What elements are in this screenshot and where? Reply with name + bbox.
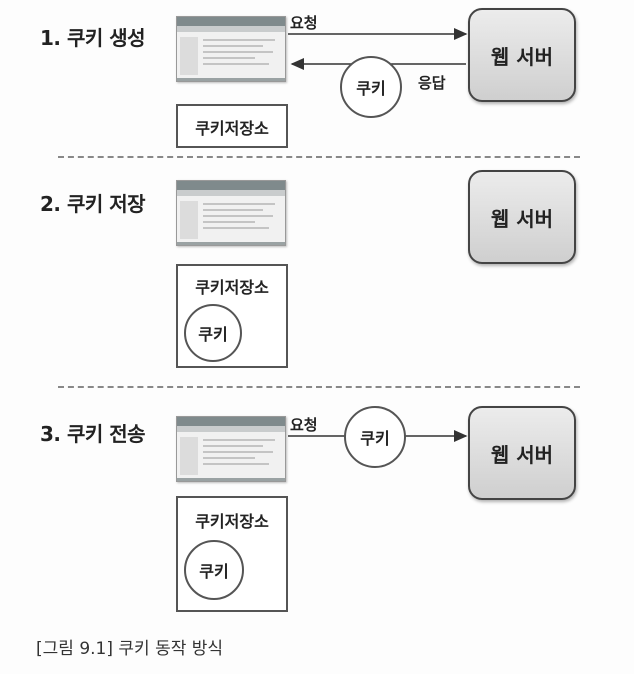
divider-2 bbox=[58, 386, 580, 388]
request-label-3: 요청 bbox=[290, 416, 318, 434]
web-server-2: 웹 서버 bbox=[468, 170, 576, 264]
step1-title: 1. 쿠키 생성 bbox=[40, 26, 146, 50]
request-label-1: 요청 bbox=[290, 14, 318, 32]
cookie-store-1: 쿠키저장소 bbox=[176, 104, 288, 148]
divider-1 bbox=[58, 156, 580, 158]
cookie-store-label-2: 쿠키저장소 bbox=[195, 278, 269, 297]
cookie-circle-1: 쿠키 bbox=[340, 56, 402, 118]
cookie-store-label-3: 쿠키저장소 bbox=[195, 512, 269, 531]
web-server-3: 웹 서버 bbox=[468, 406, 576, 500]
web-server-1: 웹 서버 bbox=[468, 8, 576, 102]
stored-cookie-3: 쿠키 bbox=[184, 540, 244, 600]
cookie-store-3: 쿠키저장소 쿠키 bbox=[176, 496, 288, 612]
stored-cookie-2: 쿠키 bbox=[184, 304, 242, 362]
browser-window-2 bbox=[176, 180, 286, 246]
response-label-1: 응답 bbox=[418, 74, 446, 92]
cookie-store-label-1: 쿠키저장소 bbox=[195, 119, 269, 138]
step3-title: 3. 쿠키 전송 bbox=[40, 422, 146, 446]
cookie-store-2: 쿠키저장소 쿠키 bbox=[176, 264, 288, 368]
browser-window-3 bbox=[176, 416, 286, 482]
browser-window-1 bbox=[176, 16, 286, 82]
figure-caption: [그림 9.1] 쿠키 동작 방식 bbox=[36, 639, 224, 659]
step2-title: 2. 쿠키 저장 bbox=[40, 192, 146, 216]
cookie-circle-3: 쿠키 bbox=[344, 406, 406, 468]
